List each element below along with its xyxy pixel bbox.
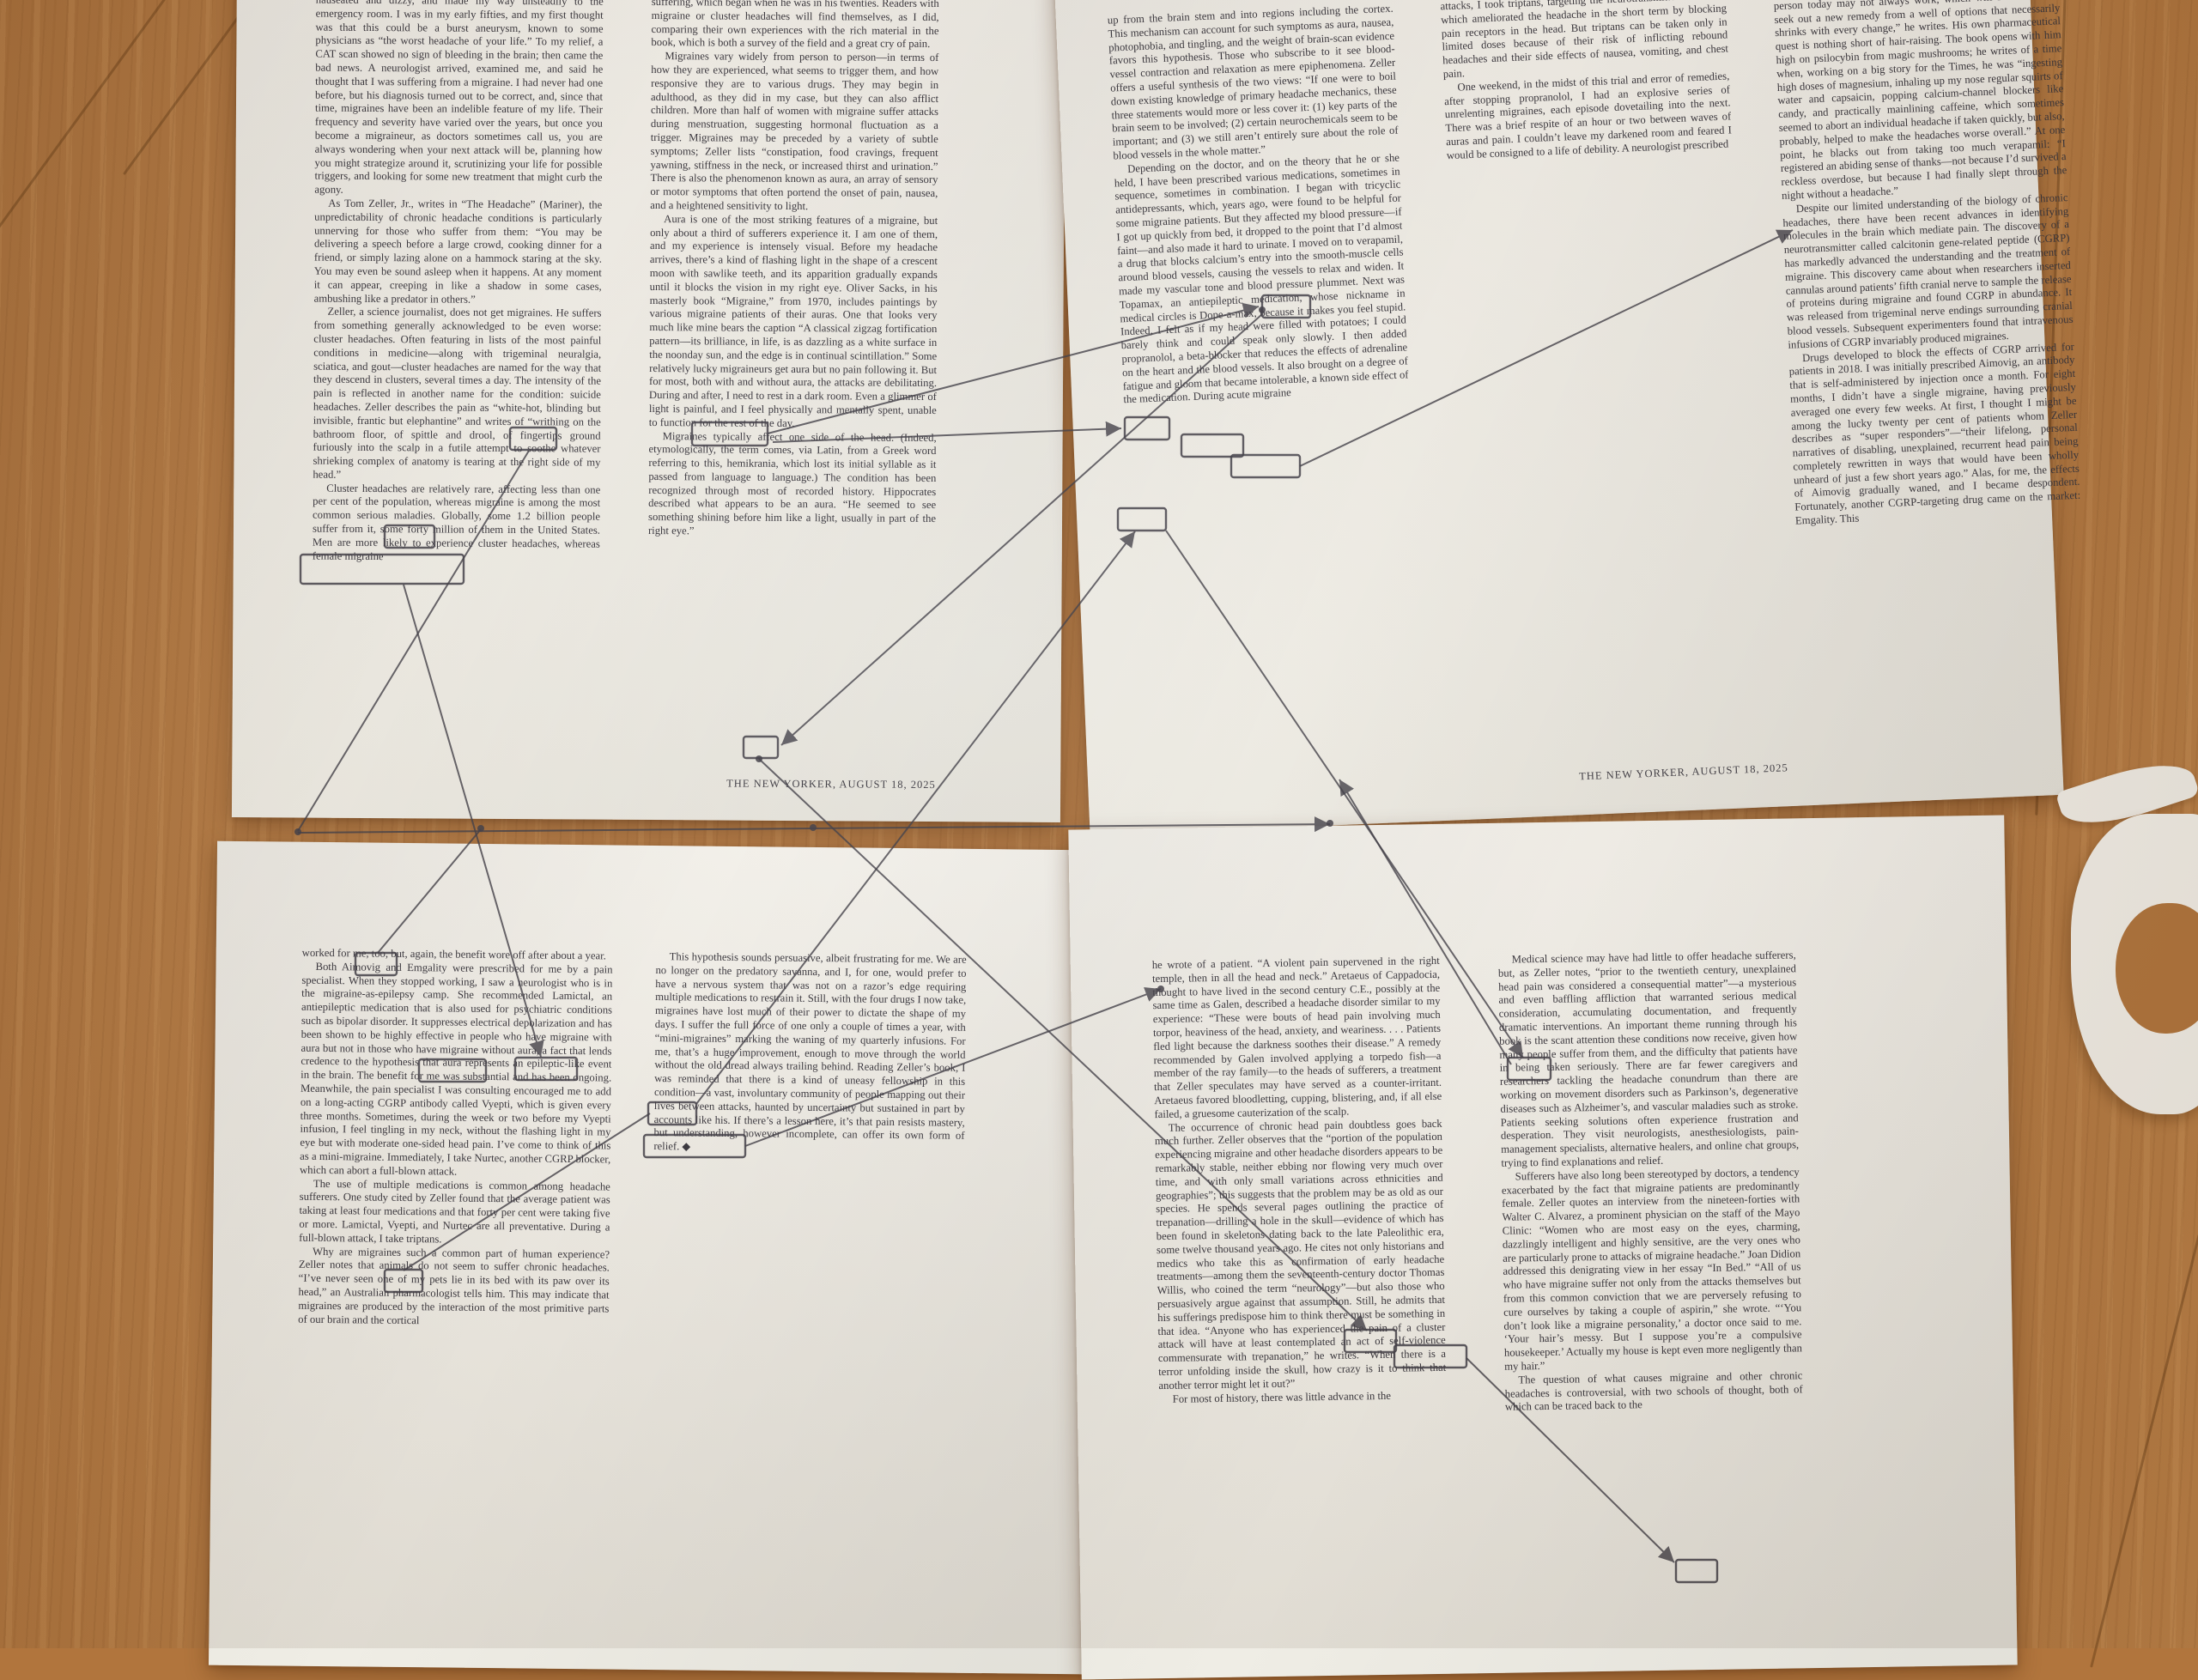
paragraph: Zeller aptly captures my experience. “Wh… (1773, 0, 2067, 202)
paragraph: Migraines vary widely from person to per… (650, 50, 939, 213)
text-column: up from the brain stem and into regions … (1108, 3, 1425, 778)
paragraph: Sufferers have also long been stereotype… (1501, 1166, 1802, 1373)
paragraph: Why are migraines such a common part of … (298, 1245, 610, 1326)
paragraph: Both Aimovig and Emgality were prescribe… (299, 960, 613, 1178)
paragraph: Aura is one of the most striking feature… (648, 212, 938, 429)
text-column: Medical science may have had little to o… (1498, 949, 1807, 1657)
paragraph: nauseated and dizzy, and made my way uns… (314, 0, 604, 196)
paragraph: One weekend, in the midst of this trial … (1443, 70, 1733, 161)
paragraph: As Tom Zeller, Jr., writes in “The Heada… (313, 197, 603, 306)
magazine-page-bottom-left: worked for me, too, but, again, the bene… (209, 840, 1093, 1675)
paragraph: suffering, which began when he was in hi… (651, 0, 939, 51)
text-column: suffering, which began when he was in hi… (647, 0, 939, 761)
text-column: worked for me, too, but, again, the bene… (294, 947, 613, 1654)
paragraph: This hypothesis sounds persuasive, albei… (653, 950, 967, 1153)
paragraph: he wrote of a patient. “A violent pain s… (1151, 954, 1442, 1120)
text-column: This hypothesis sounds persuasive, albei… (648, 950, 967, 1658)
page-footer: THE NEW YORKER, AUGUST 18, 2025 (1578, 761, 1788, 783)
magazine-page-top-right: up from the brain stem and into regions … (1053, 0, 2080, 836)
paragraph: The question of what causes migraine and… (1504, 1368, 1803, 1414)
paragraph: Cluster headaches are relatively rare, a… (312, 482, 601, 562)
paragraph: The use of multiple medications is commo… (299, 1177, 610, 1246)
wood-plank-seam (0, 0, 170, 231)
paragraph: The occurrence of chronic head pain doub… (1154, 1117, 1447, 1392)
text-column: Zeller aptly captures my experience. “Wh… (1773, 0, 2091, 749)
wood-plank-seam (2090, 1234, 2198, 1668)
text-column: nauseated and dizzy, and made my way uns… (311, 0, 604, 760)
paragraph: Medical science may have had little to o… (1497, 949, 1800, 1169)
paragraph: attacks, I took triptans, targeting the … (1440, 0, 1729, 81)
paragraph: Drugs developed to block the effects of … (1788, 340, 2081, 527)
paragraph: Zeller, a science journalist, does not g… (313, 306, 602, 481)
magazine-page-top-left: nauseated and dizzy, and made my way uns… (231, 0, 1066, 822)
paragraph: up from the brain stem and into regions … (1107, 2, 1399, 162)
paragraph: Migraines typically affect one side of t… (647, 429, 937, 537)
page-footer: THE NEW YORKER, AUGUST 18, 2025 (726, 777, 936, 791)
text-column: he wrote of a patient. “A violent pain s… (1152, 955, 1451, 1663)
paragraph: Despite our limited understanding of the… (1782, 191, 2074, 351)
scrap-hole (2116, 903, 2198, 1034)
magazine-page-bottom-right: he wrote of a patient. “A violent pain s… (1068, 815, 2018, 1680)
text-column: attacks, I took triptans, targeting the … (1440, 0, 1758, 764)
paragraph: Depending on the doctor, and on the theo… (1114, 151, 1409, 406)
